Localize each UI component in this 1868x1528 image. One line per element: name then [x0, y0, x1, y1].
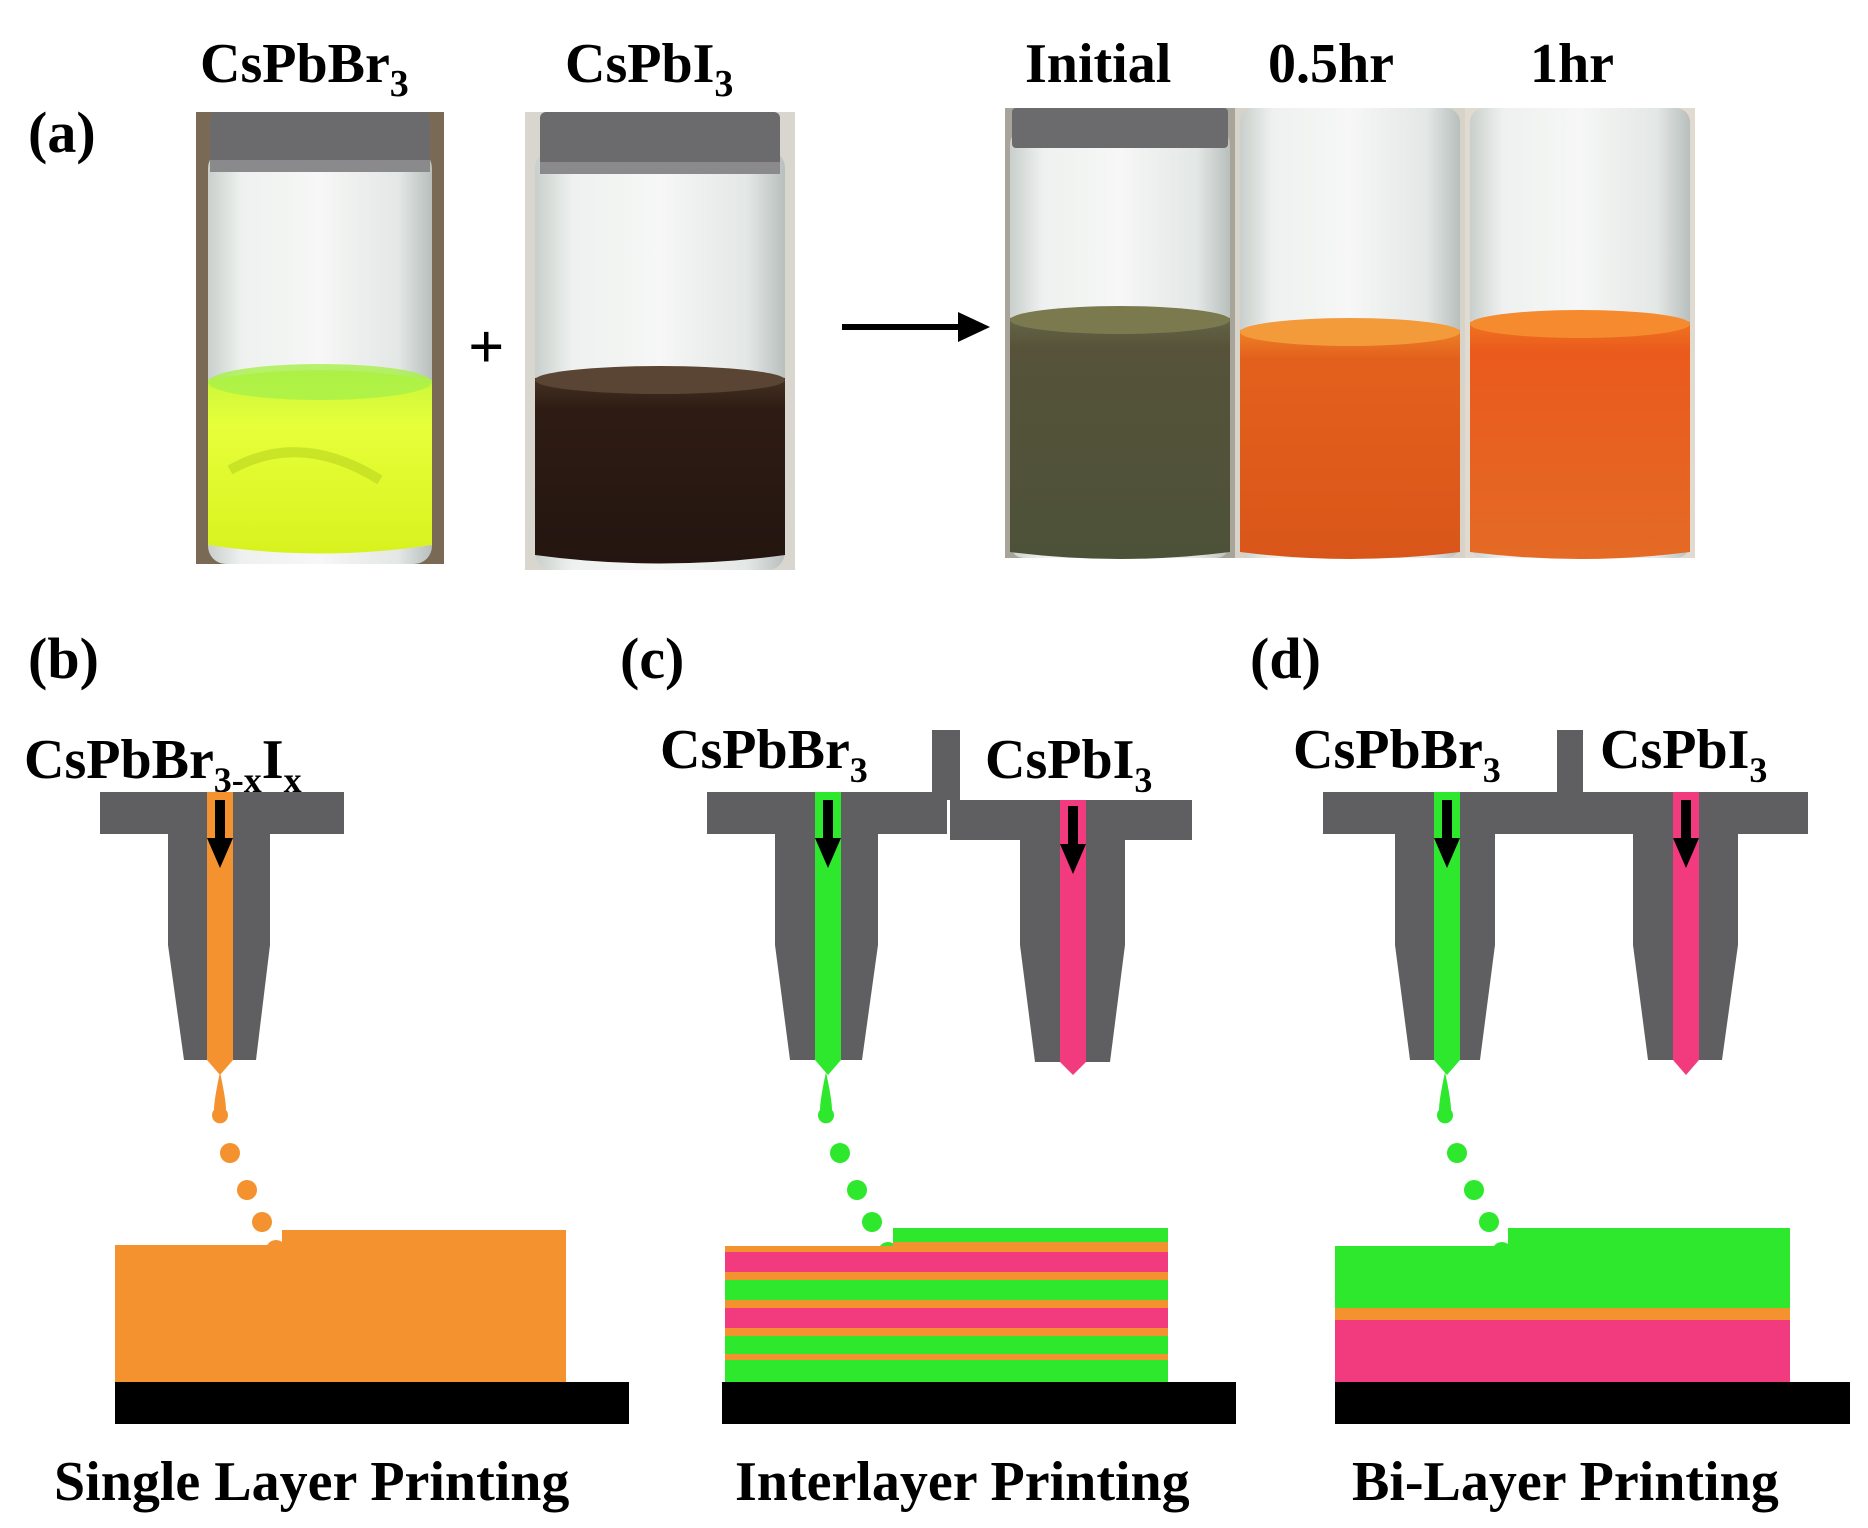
droplets-orange — [212, 1072, 286, 1260]
time-label-initial: Initial — [1025, 33, 1171, 95]
flow-arrow — [1673, 838, 1699, 868]
green-liquid — [208, 370, 432, 554]
bilayer-stack — [1335, 1228, 1790, 1382]
ink-formula-cspbbr3: CsPbBr3 — [660, 719, 868, 790]
vial-initial-photo — [1005, 108, 1235, 559]
interface-layer — [1335, 1308, 1790, 1320]
green-top-layer — [1335, 1228, 1790, 1308]
flow-arrow — [815, 838, 841, 868]
substrate — [722, 1382, 1236, 1424]
substrate — [115, 1382, 629, 1424]
flow-arrow — [1434, 838, 1460, 868]
droplets-green — [818, 1072, 898, 1262]
panel-d-label: (d) — [1250, 626, 1321, 691]
flow-arrow — [207, 838, 233, 868]
ink-formula-cspbi3: CsPbI3 — [985, 729, 1152, 800]
panel-a: (a) CsPbBr3 CsPbI3 + — [28, 33, 1695, 570]
caption-interlayer: Interlayer Printing — [735, 1451, 1190, 1513]
vial-cap — [1012, 108, 1228, 148]
vial-cspbbr3-title: CsPbBr3 — [200, 33, 409, 105]
panel-b-label: (b) — [28, 626, 99, 691]
vial-cap — [210, 112, 430, 170]
orange-liquid-0.5hr — [1240, 323, 1460, 559]
reaction-arrow — [842, 312, 990, 342]
ink-formula-cspbi3: CsPbI3 — [1600, 719, 1767, 790]
initial-liquid — [1010, 310, 1230, 559]
vial-cspbbr3-photo — [196, 112, 444, 564]
vial-cap — [540, 112, 780, 172]
pink-bottom-layer — [1335, 1320, 1790, 1382]
droplets-green — [1437, 1072, 1512, 1262]
vial-cspbi3-photo — [525, 112, 795, 570]
vial-cspbi3-title: CsPbI3 — [565, 33, 733, 105]
caption-bi-layer: Bi-Layer Printing — [1352, 1451, 1779, 1513]
brown-liquid — [535, 370, 785, 564]
time-label-1hr: 1hr — [1530, 33, 1614, 95]
plus-sign: + — [468, 311, 504, 382]
caption-single-layer: Single Layer Printing — [54, 1451, 569, 1513]
orange-liquid-1hr — [1470, 315, 1690, 559]
panel-a-label: (a) — [28, 100, 96, 165]
panel-c-label: (c) — [620, 626, 684, 691]
substrate — [1335, 1382, 1850, 1424]
ink-formula-mixed: CsPbBr3-xIx — [24, 729, 302, 800]
panel-c: (c) CsPbBr3 CsPbI3 — [620, 626, 1236, 1513]
interlayer-stack — [725, 1228, 1168, 1382]
time-label-0.5hr: 0.5hr — [1268, 33, 1394, 95]
nozzle-mixed — [100, 792, 344, 1075]
vial-1hr-photo — [1465, 108, 1695, 559]
panel-b: (b) CsPbBr3-xIx Single Layer Printing — [24, 626, 629, 1513]
ink-formula-cspbbr3: CsPbBr3 — [1293, 719, 1501, 790]
vial-0.5hr-photo — [1235, 108, 1465, 559]
flow-arrow — [1060, 844, 1086, 874]
panel-d: (d) CsPbBr3 CsPbI3 — [1250, 626, 1850, 1513]
dual-nozzle-head — [1323, 730, 1808, 1075]
dual-nozzle-head — [707, 730, 1192, 1075]
single-printed-layer — [115, 1230, 566, 1382]
